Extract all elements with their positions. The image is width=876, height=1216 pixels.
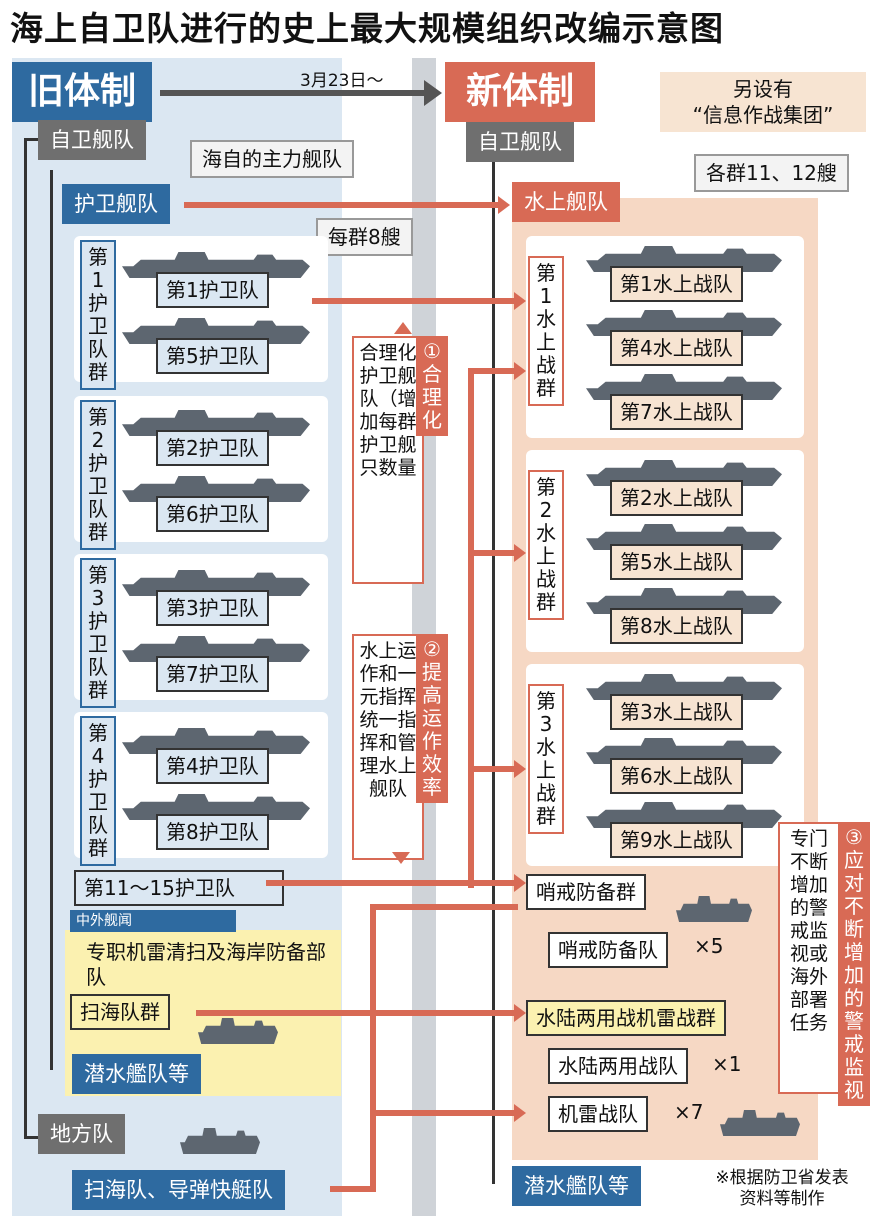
old-unit: 第7护卫队 <box>156 656 269 692</box>
new-group-label: 第1水上战群 <box>528 256 564 406</box>
old-unit: 第8护卫队 <box>156 814 269 850</box>
arrow-branch <box>468 550 518 556</box>
arrow-head-icon <box>514 1004 526 1022</box>
new-unit: 第8水上战队 <box>610 608 743 644</box>
new-submarine-tag: 潜水艦队等 <box>512 1166 641 1206</box>
old-fleet-tag: 自卫舰队 <box>38 120 146 160</box>
arrow-regional-branch-2 <box>370 1110 518 1116</box>
point-1-label: ①合理化 <box>416 336 448 436</box>
old-unit: 第2护卫队 <box>156 430 269 466</box>
mine-note: 专职机雷清扫及海岸防备部队 <box>86 940 326 989</box>
arrow-head-icon <box>498 196 510 214</box>
old-group-label: 第1护卫队群 <box>80 240 116 390</box>
new-unit: 第3水上战队 <box>610 694 743 730</box>
old-tree-branch <box>24 1136 38 1139</box>
new-system-header: 新体制 <box>445 62 595 122</box>
old-system-header: 旧体制 <box>12 62 152 122</box>
new-group-label: 第3水上战群 <box>528 684 564 834</box>
arrow-regional-branch <box>370 904 518 910</box>
amph-count: ×1 <box>712 1052 742 1076</box>
arrow-up-icon <box>394 322 412 334</box>
new-group-label: 第2水上战群 <box>528 470 564 620</box>
new-unit: 第4水上战队 <box>610 330 743 366</box>
arrow-down-icon <box>392 852 410 864</box>
old-tree-line <box>24 138 27 1136</box>
arrow-regional-line <box>370 904 376 1192</box>
per-group-note-old: 每群8艘 <box>316 218 413 256</box>
amph-group-tag: 水陆两用战机雷战群 <box>526 1000 726 1036</box>
arrow-branch <box>468 766 518 772</box>
arrow-head-icon <box>514 362 526 380</box>
old-submarine-tag: 潜水艦队等 <box>72 1054 201 1094</box>
arrow-head-icon <box>514 760 526 778</box>
new-unit: 第5水上战队 <box>610 544 743 580</box>
mine-unit-tag: 机雷战队 <box>548 1096 648 1132</box>
point-1-desc: 合理化护卫舰队（增加每群护卫舰只数量 <box>352 336 424 584</box>
old-unit: 第3护卫队 <box>156 590 269 626</box>
arrow-group-1 <box>312 298 518 304</box>
escort-11-15: 第11～15护卫队 <box>74 870 284 906</box>
old-unit: 第1护卫队 <box>156 272 269 308</box>
transition-arrow-line <box>160 90 430 96</box>
escort-fleet-tag: 护卫舰队 <box>62 184 170 224</box>
point-2-desc: 水上运作和一元指挥统一指挥和管理水上舰队 <box>352 634 424 860</box>
regional-tag: 地方队 <box>38 1114 125 1154</box>
new-unit: 第2水上战队 <box>610 480 743 516</box>
date-label: 3月23日～ <box>300 71 384 91</box>
old-group-label: 第2护卫队群 <box>80 400 116 550</box>
arrow-branch <box>468 368 518 374</box>
old-group-label: 第3护卫队群 <box>80 558 116 708</box>
arrow-head-icon <box>514 544 526 562</box>
point-3-label: ③应对不断增加的警戒监视 <box>838 822 870 1106</box>
surface-fleet-tag: 水上舰队 <box>512 182 620 222</box>
new-unit: 第7水上战队 <box>610 394 743 430</box>
point-2-label: ②提高运作效率 <box>416 634 448 803</box>
arrow-regional <box>330 1186 376 1192</box>
patrol-count: ×5 <box>694 934 724 958</box>
main-fleet-note: 海自的主力舰队 <box>190 140 354 178</box>
old-unit: 第6护卫队 <box>156 496 269 532</box>
patrol-group-tag: 哨戒防备群 <box>526 874 646 910</box>
new-unit: 第1水上战队 <box>610 266 743 302</box>
point-3-desc: 专门不断增加的警戒监视或海外部署任务 <box>778 822 840 1094</box>
new-unit: 第6水上战队 <box>610 758 743 794</box>
amph-unit-tag: 水陆两用战队 <box>548 1048 688 1084</box>
transition-arrow-icon <box>424 80 442 106</box>
arrow-escort-11-15 <box>266 880 518 886</box>
arrow-head-icon <box>514 292 526 310</box>
minesweep-group-tag: 扫海队群 <box>70 994 170 1030</box>
footnote: ※根据防卫省发表 资料等制作 <box>715 1168 849 1209</box>
new-unit: 第9水上战队 <box>610 822 743 858</box>
arrow-escort-to-surface <box>184 202 498 208</box>
page-title: 海上自卫队进行的史上最大规模组织改编示意图 <box>0 0 876 58</box>
new-tree-line <box>492 150 495 1184</box>
old-unit: 第4护卫队 <box>156 748 269 784</box>
arrow-head-icon <box>514 1104 526 1122</box>
per-group-note-new: 各群11、12艘 <box>694 154 849 192</box>
arrow-merge-line <box>468 368 474 888</box>
regional-units-tag: 扫海队、导弹快艇队 <box>72 1170 285 1210</box>
old-tree-branch <box>24 138 38 141</box>
old-group-label: 第4护卫队群 <box>80 716 116 866</box>
old-unit: 第5护卫队 <box>156 338 269 374</box>
new-fleet-tag: 自卫舰队 <box>466 122 574 162</box>
arrow-minesweep <box>196 1010 518 1016</box>
patrol-unit-tag: 哨戒防备队 <box>548 932 668 968</box>
arrow-head-icon <box>514 874 526 892</box>
watermark-logo: 中外舰闻 <box>70 910 236 932</box>
info-group-note: 另设有 “信息作战集团” <box>660 72 866 132</box>
mine-count: ×7 <box>674 1100 704 1124</box>
old-tree-line-2 <box>50 170 53 1070</box>
